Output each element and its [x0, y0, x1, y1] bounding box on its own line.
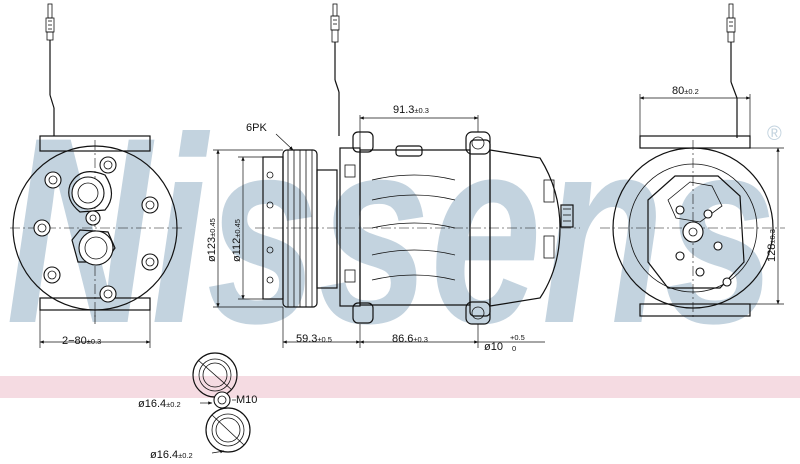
label-port-thread: M10 [236, 394, 257, 406]
dim-pulley-outer-dia: ø123±0.45 [206, 218, 218, 262]
dim-rear-height: 128±0.3 [766, 229, 778, 262]
dim-port-dia-top: ø16.4±0.2 [138, 398, 181, 410]
front-wire [45, 3, 55, 136]
label-belt-type: 6PK [246, 122, 267, 134]
front-ports [68, 171, 116, 266]
dim-pulley-inner-dia: ø112±0.45 [231, 219, 243, 262]
port-detail: ø16.4±0.2 M10 ø16.4±0.2 [138, 352, 257, 461]
rear-wire [726, 3, 738, 138]
dim-pulley-to-mount: 59.3±0.5 [296, 333, 332, 345]
dim-mounting-spacing: 2−80±0.3 [62, 335, 101, 347]
nissens-watermark: Nissens [6, 83, 776, 379]
front-bolt-holes [33, 156, 159, 303]
dim-mount-hole-tol-lower: 0 [512, 344, 516, 353]
registered-mark: ® [767, 123, 782, 145]
rear-view: 80±0.2 128±0.3 [600, 3, 785, 320]
rear-shaft [682, 221, 704, 243]
pulley [262, 149, 338, 308]
dim-mount-hole-tol-upper: +0.5 [510, 333, 525, 342]
dim-mount-length: 86.6±0.3 [392, 333, 428, 345]
side-wire [330, 3, 340, 136]
dim-port-dia-bottom: ø16.4±0.2 [150, 449, 193, 461]
dim-body-length: 91.3±0.3 [393, 104, 429, 116]
compressor-body [339, 139, 574, 317]
pink-band [0, 376, 800, 398]
side-view: 6PK 91.3±0.3 ø123±0.45 ø112±0.45 59.3±0.… [206, 3, 580, 353]
dim-rear-mount-width: 80±0.2 [672, 85, 699, 97]
front-view: 2−80±0.3 [10, 3, 182, 348]
dim-mount-hole-dia: ø10 [484, 341, 503, 353]
